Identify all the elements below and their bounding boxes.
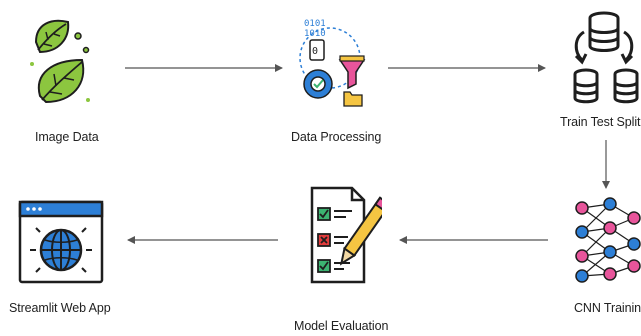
node-label-train-test-split: Train Test Split [560, 115, 641, 129]
node-train-test-split [568, 8, 641, 108]
node-data-processing: 0101 1010 0 [296, 12, 368, 112]
node-model-evaluation [306, 184, 382, 288]
data-funnel-icon: 0101 1010 0 [299, 19, 366, 107]
browser-globe-icon [18, 200, 104, 284]
node-image-data [26, 14, 96, 114]
node-cnn-training [570, 196, 641, 286]
node-streamlit-web-app [16, 198, 106, 288]
svg-text:0101: 0101 [304, 19, 326, 29]
checklist-icon [310, 186, 382, 284]
database-split-icon [573, 11, 639, 104]
node-label-model-evaluation: Model Evaluation [294, 319, 389, 333]
node-label-data-processing: Data Processing [291, 130, 382, 144]
neural-network-icon [575, 197, 641, 283]
svg-text:0: 0 [312, 46, 318, 57]
node-label-streamlit-web-app: Streamlit Web App [9, 301, 111, 315]
svg-text:1010: 1010 [304, 29, 326, 39]
node-label-image-data: Image Data [35, 130, 99, 144]
leaves-icon [30, 19, 90, 104]
node-label-cnn-training: CNN Training [574, 301, 641, 315]
